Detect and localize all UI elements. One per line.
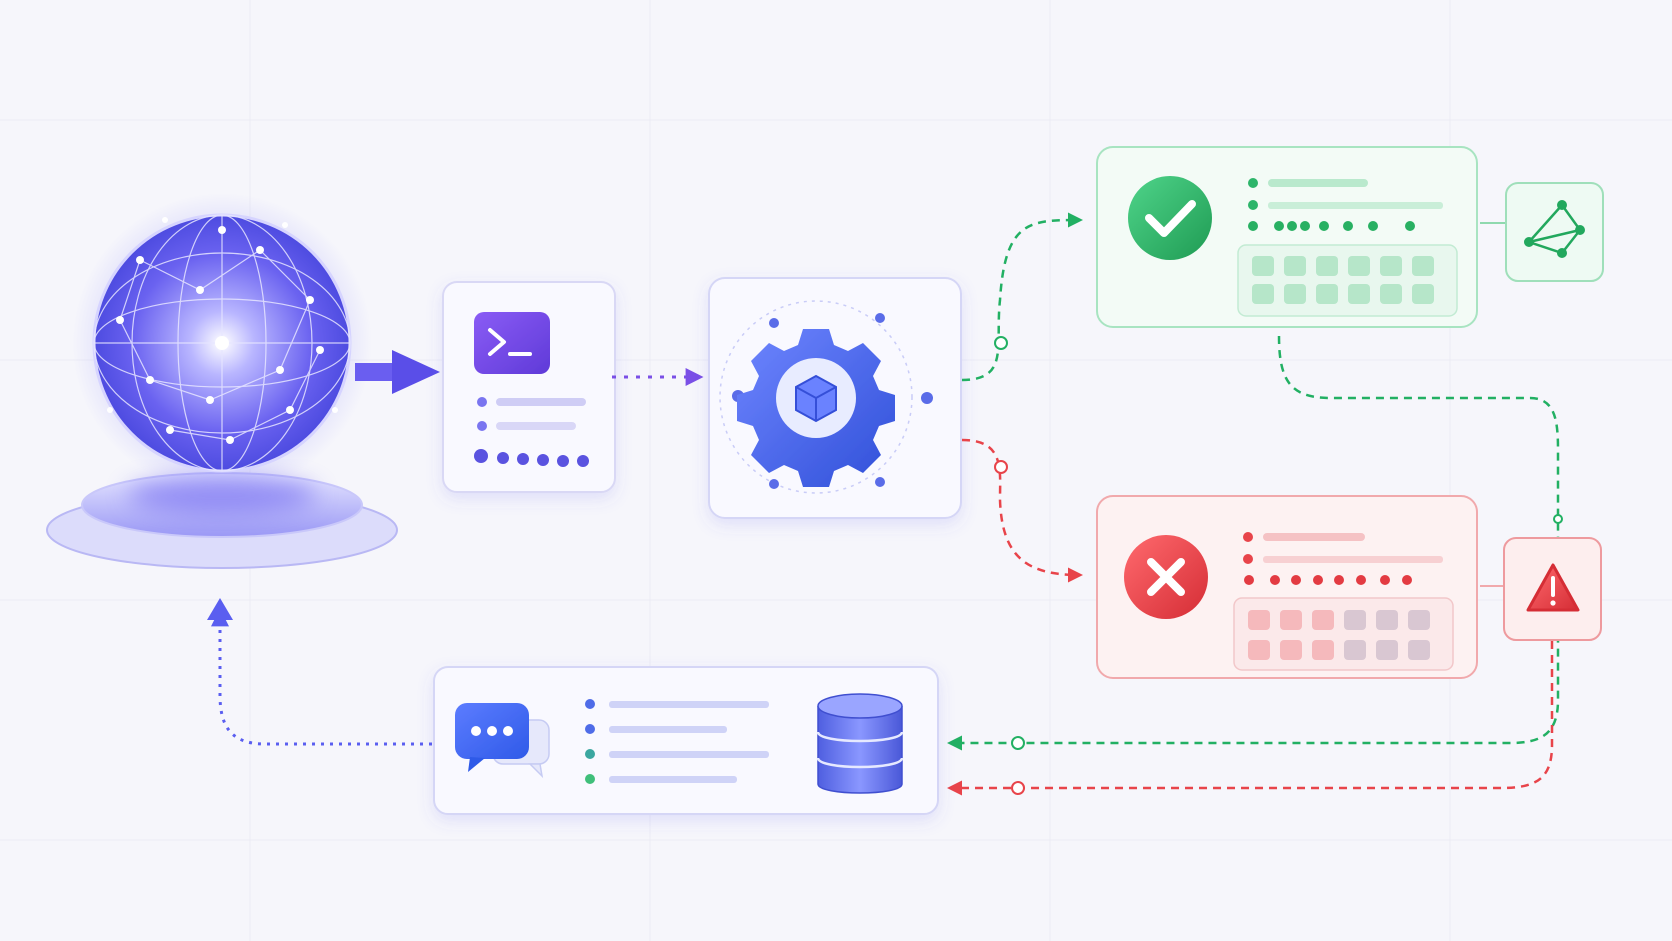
list-line — [1263, 556, 1443, 563]
edge-joint — [994, 460, 1008, 474]
globe-nodes — [107, 217, 338, 444]
edge-joint — [1011, 736, 1025, 750]
ai-globe-node[interactable] — [46, 193, 398, 569]
graph-badge-panel — [1505, 182, 1604, 282]
edge-joint — [1553, 514, 1563, 524]
edge-processor-failure — [961, 438, 1083, 583]
list-bullet — [477, 421, 487, 431]
check-mark-glyph — [1145, 200, 1196, 237]
pedestal-glow — [127, 477, 317, 513]
list-bullet — [585, 749, 595, 759]
gear-cube-icon — [737, 329, 895, 487]
failure-result-card[interactable] — [1096, 495, 1478, 679]
list-line — [609, 726, 727, 733]
list-bullet — [585, 699, 595, 709]
orbit-ring — [719, 300, 913, 494]
edge-alert-memory — [947, 641, 1554, 796]
edge-memory-globe — [211, 608, 432, 746]
terminal-icon — [474, 312, 550, 374]
list-bullet — [477, 397, 487, 407]
terminal-card[interactable] — [442, 281, 616, 493]
processor-card[interactable] — [708, 277, 962, 519]
success-grid — [1252, 256, 1434, 304]
list-line — [1263, 533, 1365, 541]
edge-joint — [1011, 781, 1025, 795]
list-bullet — [1248, 178, 1258, 188]
chat-bubble-icon — [455, 703, 550, 779]
edge-arrowhead — [207, 598, 233, 620]
list-bullet — [1243, 532, 1253, 542]
database-icon — [816, 693, 904, 794]
alert-badge[interactable] — [1503, 537, 1602, 641]
failure-grid — [1248, 610, 1430, 660]
progress-dots — [474, 449, 589, 467]
list-line — [1268, 179, 1368, 187]
check-circle-icon — [1128, 176, 1212, 260]
list-bullet — [585, 774, 595, 784]
list-line — [609, 701, 769, 708]
success-result-card[interactable] — [1096, 146, 1478, 328]
list-bullet — [1243, 554, 1253, 564]
status-dots — [1248, 221, 1415, 231]
edge-globe-terminal — [355, 350, 440, 394]
terminal-prompt-glyph — [488, 328, 506, 356]
edge-joint — [994, 336, 1008, 350]
edge-success-memory — [947, 335, 1560, 751]
success-grid-panel — [1237, 244, 1458, 317]
edge-processor-success — [961, 212, 1083, 382]
graph-badge[interactable] — [1505, 182, 1604, 282]
status-dots — [1244, 575, 1412, 585]
list-bullet — [1248, 200, 1258, 210]
orbit-nodes — [732, 313, 933, 489]
warning-exclamation-dot — [1550, 600, 1556, 606]
list-line — [609, 751, 769, 758]
list-line — [1268, 202, 1443, 209]
memory-card-panel — [433, 666, 939, 815]
list-line — [496, 422, 576, 430]
graph-node-dots — [1524, 200, 1585, 258]
memory-feedback-card[interactable] — [433, 666, 939, 815]
list-bullet — [585, 724, 595, 734]
x-mark-glyph — [1147, 558, 1185, 596]
list-line — [496, 398, 586, 406]
list-line — [609, 776, 737, 783]
